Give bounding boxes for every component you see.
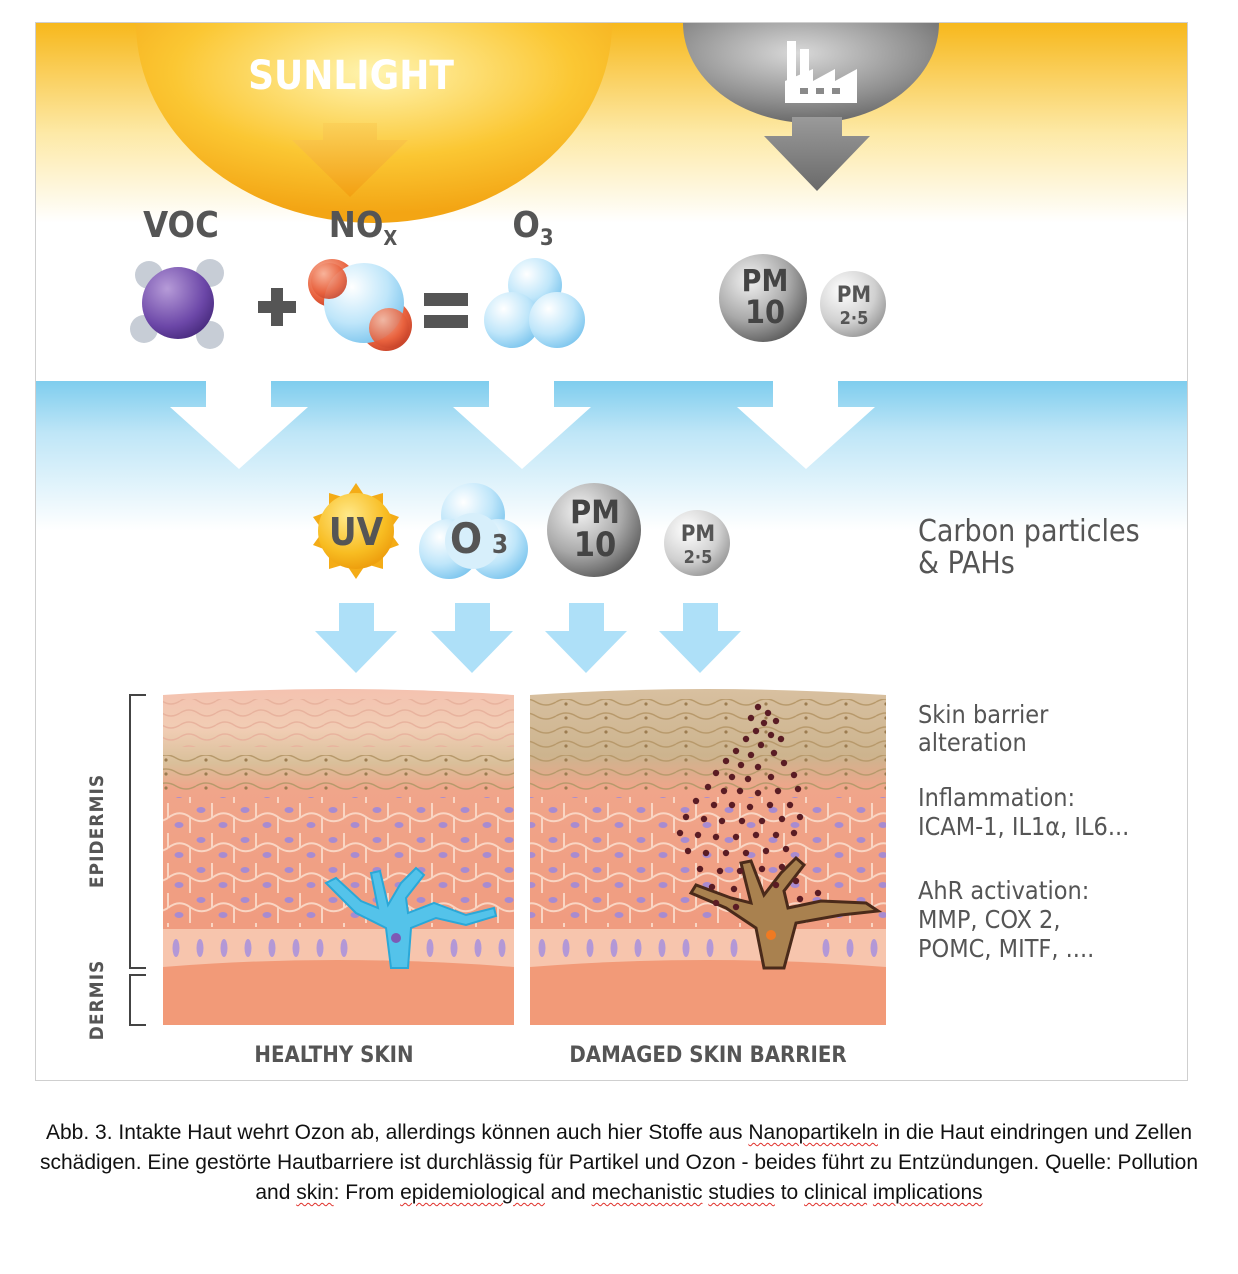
sunlight-label: SUNLIGHT bbox=[248, 53, 454, 99]
plus-sign bbox=[258, 288, 296, 326]
caption-word: skin bbox=[296, 1181, 334, 1204]
sunlight-arrow bbox=[292, 123, 408, 197]
nox-label: NOX bbox=[329, 205, 398, 250]
inflammation-label-2: ICAM-1, IL1α, IL6... bbox=[918, 812, 1129, 841]
healthy-dendritic-cell bbox=[324, 866, 498, 969]
dermis-label: DERMIS bbox=[86, 960, 108, 1041]
equals-bottom bbox=[424, 315, 468, 328]
skin-arrow-o3 bbox=[431, 603, 513, 673]
caption-word: epidemiological bbox=[400, 1181, 545, 1204]
pollution-skin-figure: SUNLIGHT VOC NOX O3 bbox=[35, 22, 1188, 1081]
caption-word: implications bbox=[872, 1181, 983, 1204]
svg-text:3: 3 bbox=[492, 530, 508, 560]
pm10-particle-top: PM 10 bbox=[719, 254, 807, 342]
svg-text:2·5: 2·5 bbox=[684, 547, 713, 568]
layer-brackets bbox=[129, 694, 146, 1026]
healthy-skin-panel bbox=[163, 689, 514, 1025]
industry-arrow bbox=[764, 117, 870, 191]
caption-word: studies bbox=[708, 1181, 775, 1204]
factory-icon bbox=[785, 41, 857, 103]
band-arrow-3 bbox=[737, 381, 875, 469]
voc-molecule bbox=[130, 259, 224, 349]
particle-plume bbox=[676, 703, 822, 911]
svg-text:10: 10 bbox=[745, 293, 785, 331]
o3-molecule bbox=[484, 258, 585, 348]
band-arrow-1 bbox=[170, 381, 308, 469]
caption-word: mechanistic bbox=[591, 1181, 703, 1204]
figure-artwork: SUNLIGHT VOC NOX O3 bbox=[36, 23, 1187, 1068]
ahr-label-1: AhR activation: bbox=[918, 876, 1089, 905]
equals-top bbox=[424, 293, 468, 306]
svg-text:PM: PM bbox=[681, 522, 715, 547]
inflammation-label-1: Inflammation: bbox=[918, 783, 1075, 812]
pm25-particle-top: PM 2·5 bbox=[820, 271, 886, 337]
svg-text:O: O bbox=[450, 514, 482, 563]
band-arrow-2 bbox=[453, 381, 591, 469]
skin-arrow-pm10 bbox=[545, 603, 627, 673]
pm10-particle: PM 10 bbox=[547, 483, 641, 577]
epidermis-label: EPIDERMIS bbox=[86, 774, 108, 888]
pm25-particle: PM 2·5 bbox=[664, 510, 730, 576]
carbon-label-line1: Carbon particles bbox=[918, 514, 1140, 549]
svg-text:UV: UV bbox=[329, 510, 384, 554]
damaged-skin-label: DAMAGED SKIN BARRIER bbox=[569, 1043, 846, 1068]
barrier-label-1: Skin barrier bbox=[918, 700, 1049, 729]
carbon-label-line2: & PAHs bbox=[918, 546, 1015, 581]
figure-caption: Abb. 3. Intakte Haut wehrt Ozon ab, alle… bbox=[40, 1121, 1198, 1204]
o3-label: O3 bbox=[512, 205, 553, 251]
damaged-skin-panel bbox=[530, 689, 886, 1025]
nox-molecule bbox=[308, 259, 412, 351]
voc-label: VOC bbox=[143, 205, 219, 246]
svg-text:PM: PM bbox=[742, 264, 789, 299]
skin-arrow-pm25 bbox=[659, 603, 741, 673]
barrier-label-2: alteration bbox=[918, 728, 1027, 757]
ahr-label-2: MMP, COX 2, bbox=[918, 905, 1060, 934]
skin-arrows bbox=[315, 603, 741, 673]
caption-word: clinical bbox=[804, 1181, 868, 1204]
caption-word: Nanopartikeln bbox=[748, 1121, 878, 1144]
svg-text:PM: PM bbox=[837, 283, 871, 308]
ahr-label-3: POMC, MITF, .... bbox=[918, 934, 1094, 963]
svg-text:2·5: 2·5 bbox=[840, 308, 869, 329]
svg-text:PM: PM bbox=[570, 493, 620, 531]
healthy-skin-label: HEALTHY SKIN bbox=[254, 1043, 413, 1068]
damaged-dendritic-cell bbox=[688, 855, 883, 970]
svg-text:10: 10 bbox=[574, 525, 617, 565]
uv-sun: UV bbox=[313, 483, 399, 579]
skin-arrow-uv bbox=[315, 603, 397, 673]
o3-cloud: O 3 bbox=[419, 483, 528, 579]
